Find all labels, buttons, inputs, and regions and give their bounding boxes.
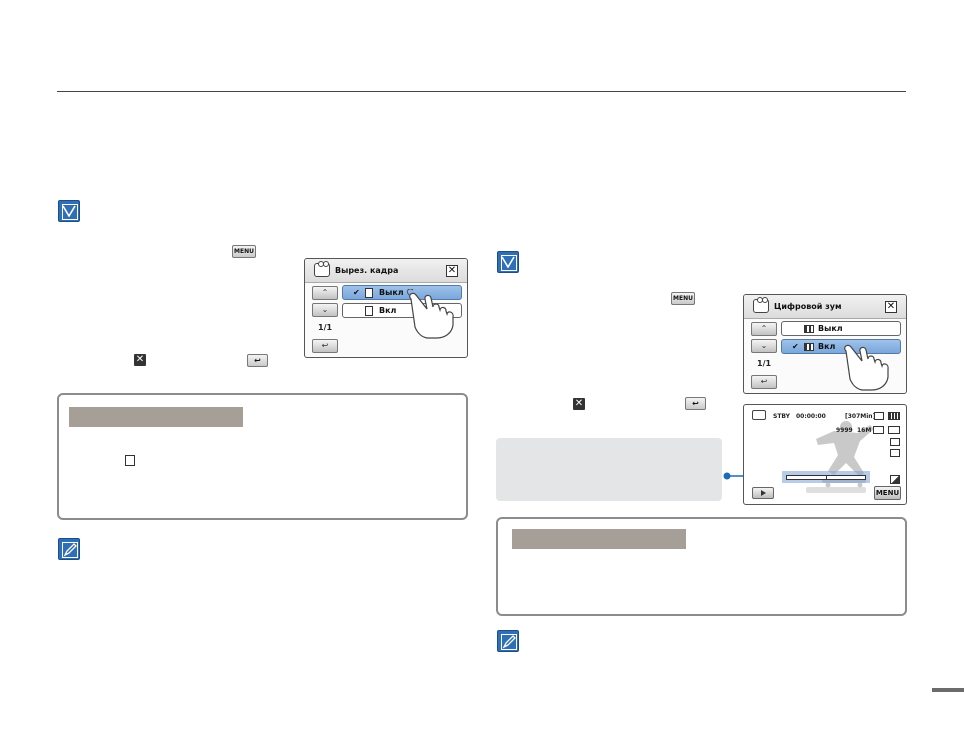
close-icon[interactable]: ✕ — [885, 301, 897, 313]
option-label: Выкл — [379, 288, 404, 297]
option-label: Вкл — [818, 342, 836, 351]
check-mark-icon: ✔ — [792, 342, 799, 351]
camera-icon — [314, 261, 330, 277]
digital-zoom-icon — [804, 343, 814, 351]
option-on[interactable]: ✔ Вкл — [781, 339, 901, 354]
screen-header: Цифровой зум ✕ — [744, 295, 906, 319]
up-arrow-button[interactable]: ⌃ — [751, 322, 777, 336]
timecode: 00:00:00 — [796, 413, 826, 420]
zoom-wide-icon — [890, 475, 900, 484]
back-button[interactable]: ↩ — [312, 339, 338, 353]
callout-title-bar — [69, 407, 243, 427]
zoom-bar-divider — [826, 475, 827, 480]
page-indicator: 1/1 — [757, 359, 772, 368]
frame-cut-icon — [365, 306, 373, 316]
info-callout — [57, 393, 468, 520]
close-key-icon: ✕ — [134, 354, 146, 366]
option-label: Вкл — [379, 306, 397, 315]
recording-screen: STBY 00:00:00 [307Min] 9999 16M MENU — [743, 404, 907, 505]
camera-mode-icon — [752, 410, 766, 420]
menu-key-icon: MENU — [671, 292, 695, 305]
back-button[interactable]: ↩ — [751, 375, 777, 389]
option-off[interactable]: Выкл — [781, 321, 901, 336]
option-off[interactable]: ✔ Выкл — [342, 285, 462, 300]
close-icon[interactable]: ✕ — [446, 265, 458, 277]
menu-key-icon: MENU — [232, 245, 256, 258]
remaining-time: [307Min] — [845, 413, 876, 420]
touch-hand-icon — [406, 289, 454, 339]
callout-title-bar — [512, 529, 686, 549]
down-arrow-button[interactable]: ⌄ — [312, 303, 338, 317]
playback-button[interactable] — [752, 487, 774, 499]
down-arrow-button[interactable]: ⌄ — [751, 339, 777, 353]
check-mark-icon: ✔ — [353, 288, 360, 297]
info-callout — [496, 517, 907, 616]
back-key-icon: ↩ — [685, 397, 706, 410]
screen-title: Вырез. кадра — [335, 266, 399, 275]
page-indicator: 1/1 — [318, 323, 333, 332]
frame-cut-icon — [125, 455, 135, 466]
header-rule — [57, 91, 906, 92]
camera-icon — [753, 297, 769, 313]
digital-zoom-icon — [804, 325, 814, 333]
menu-screen-digital-zoom: Цифровой зум ✕ ⌃ ⌄ 1/1 ↩ Выкл ✔ Вкл — [743, 294, 907, 394]
frame-cut-icon — [365, 288, 373, 298]
screen-header: Вырез. кадра ✕ — [305, 259, 467, 283]
check-icon — [58, 200, 80, 222]
quality-icon — [873, 426, 884, 434]
screen-title: Цифровой зум — [774, 302, 842, 311]
close-key-icon: ✕ — [573, 398, 585, 410]
stabilizer-icon — [890, 438, 900, 446]
menu-screen-digital-effect: Вырез. кадра ✕ ⌃ ⌄ 1/1 ↩ ✔ Выкл Вкл — [304, 258, 468, 358]
status-stby: STBY — [773, 413, 791, 420]
up-arrow-button[interactable]: ⌃ — [312, 286, 338, 300]
touch-hand-icon — [844, 344, 889, 391]
note-icon — [497, 630, 519, 652]
back-key-icon: ↩ — [247, 354, 268, 367]
photo-resolution: 16M — [857, 427, 872, 434]
note-icon — [58, 538, 80, 560]
video-quality-icon — [888, 426, 900, 434]
menu-button[interactable]: MENU — [874, 486, 901, 500]
battery-icon — [888, 412, 900, 420]
storage-icon — [874, 412, 884, 420]
wind-cut-icon — [890, 449, 900, 457]
check-icon — [497, 251, 519, 273]
page-number-bar — [932, 688, 964, 692]
zoom-info-panel — [496, 438, 722, 501]
option-label: Выкл — [818, 324, 843, 333]
photo-count: 9999 — [836, 427, 853, 434]
